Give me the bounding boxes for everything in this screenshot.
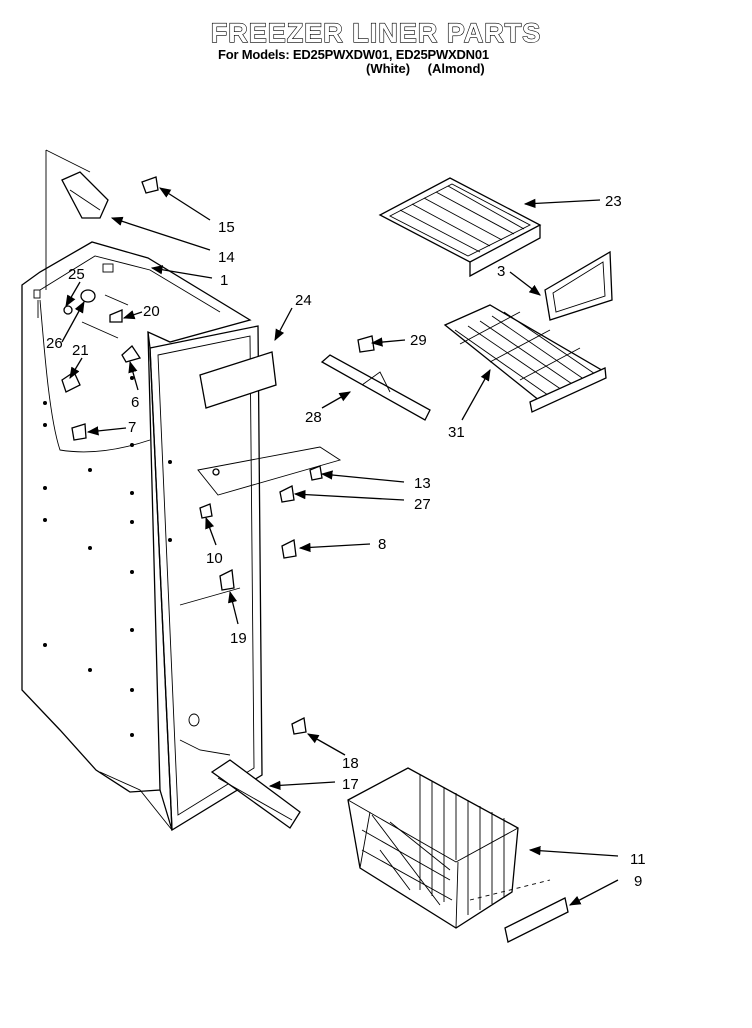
callout-27: 27	[414, 496, 431, 513]
callout-18: 18	[342, 755, 359, 772]
page-title: FREEZER LINER PARTS	[210, 17, 542, 48]
part-8-clip	[281, 539, 297, 559]
callout-3: 3	[497, 263, 505, 280]
callout-23: 23	[605, 193, 622, 210]
callout-29: 29	[410, 332, 427, 349]
part-28-bracket	[320, 335, 431, 421]
upper-hardware-cluster	[33, 263, 142, 441]
callout-1: 1	[220, 272, 228, 289]
part-11-basket	[347, 767, 519, 929]
part-24-plate	[199, 351, 277, 409]
callout-13: 13	[414, 475, 431, 492]
part-9-strip	[504, 897, 569, 943]
callout-10: 10	[206, 550, 223, 567]
callout-19: 19	[230, 630, 247, 647]
callout-17: 17	[342, 776, 359, 793]
part-10-screw	[199, 503, 213, 519]
side-wall-holes	[43, 376, 172, 737]
color-variants: (White) (Almond)	[366, 61, 499, 76]
color-almond: (Almond)	[427, 61, 485, 76]
part-31-wire-shelf	[443, 304, 607, 413]
callout-20: 20	[143, 303, 160, 320]
callout-9: 9	[634, 873, 642, 890]
header: FREEZER LINER PARTS	[0, 17, 752, 48]
part-13-label-area	[197, 446, 342, 503]
part-23-shelf	[378, 177, 542, 278]
callout-21: 21	[72, 342, 89, 359]
freezer-liner	[21, 241, 263, 832]
callout-26: 26	[46, 335, 63, 352]
callout-8: 8	[378, 536, 386, 553]
part-18-screw	[291, 717, 307, 735]
callout-labels: 15 14 1 24 23 3 29 28 31 13 27 8 10 19 1…	[46, 193, 646, 890]
callout-24: 24	[295, 292, 312, 309]
part-17-trim-bar	[210, 759, 301, 829]
callout-31: 31	[448, 424, 465, 441]
part-19-clip	[219, 569, 235, 591]
models-line: For Models: ED25PWXDW01, ED25PWXDN01	[218, 47, 489, 62]
callout-7: 7	[128, 419, 136, 436]
part-3-frame	[544, 250, 613, 321]
callout-14: 14	[218, 249, 235, 266]
callout-6: 6	[131, 394, 139, 411]
callout-15: 15	[218, 219, 235, 236]
callout-11: 11	[630, 851, 646, 868]
leader-lines	[61, 187, 619, 906]
color-white: (White)	[366, 61, 411, 76]
callout-25: 25	[68, 266, 85, 283]
top-bracket	[45, 149, 159, 290]
callout-28: 28	[305, 409, 322, 426]
